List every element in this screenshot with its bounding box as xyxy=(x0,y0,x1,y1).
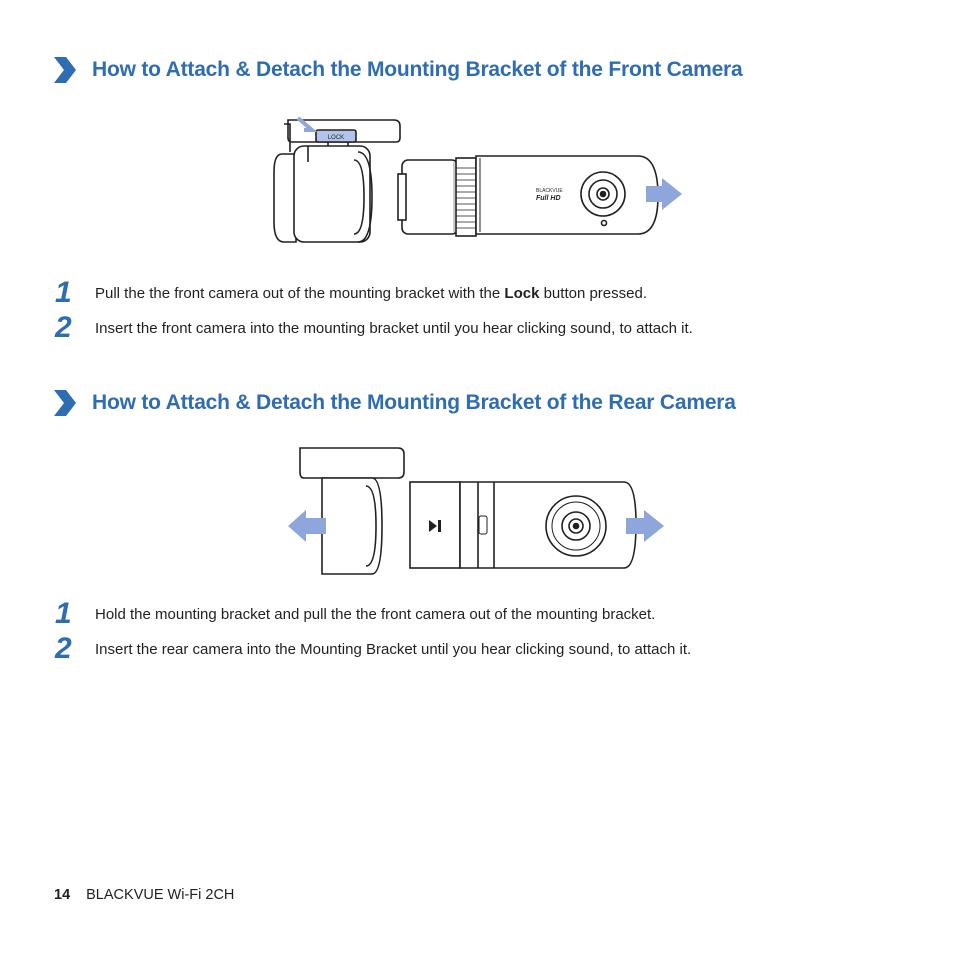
brand-label: BLACKVUE xyxy=(536,188,563,194)
step-number: 1 xyxy=(55,276,72,309)
front-step-2: 2 Insert the front camera into the mount… xyxy=(55,313,693,343)
step-text: Pull the the front camera out of the mou… xyxy=(95,285,647,302)
lock-label: LOCK xyxy=(328,135,344,141)
step-number: 2 xyxy=(55,311,72,344)
front-step-1: 1 Pull the the front camera out of the m… xyxy=(55,278,647,308)
section-front-header: How to Attach & Detach the Mounting Brac… xyxy=(52,55,743,85)
step-text: Hold the mounting bracket and pull the t… xyxy=(95,605,656,623)
section-rear-header: How to Attach & Detach the Mounting Brac… xyxy=(52,388,736,418)
front-camera-illustration: LOCK BLACKVUE Full HD xyxy=(273,116,682,243)
page-number: 14 xyxy=(54,887,71,903)
rear-step-2: 2 Insert the rear camera into the Mounti… xyxy=(55,634,691,664)
chevron-right-icon xyxy=(54,57,76,83)
section-rear-title: How to Attach & Detach the Mounting Brac… xyxy=(92,391,736,414)
document-title: BLACKVUE Wi-Fi 2CH xyxy=(86,887,235,903)
step-number: 2 xyxy=(55,632,72,665)
rear-camera-illustration xyxy=(288,447,664,575)
chevron-right-icon xyxy=(54,390,76,416)
step-text: Insert the front camera into the mountin… xyxy=(95,319,693,337)
lock-emphasis: Lock xyxy=(504,284,540,302)
step-text: Insert the rear camera into the Mounting… xyxy=(95,640,692,658)
step-text-post: button pressed. xyxy=(539,284,647,302)
fullhd-badge: Full HD xyxy=(536,195,561,202)
page-footer: 14 BLACKVUE Wi-Fi 2CH xyxy=(54,887,234,903)
rear-step-1: 1 Hold the mounting bracket and pull the… xyxy=(55,599,655,629)
step-number: 1 xyxy=(55,597,72,630)
step-text-pre: Pull the the front camera out of the mou… xyxy=(95,284,505,302)
section-front-title: How to Attach & Detach the Mounting Brac… xyxy=(92,58,743,81)
